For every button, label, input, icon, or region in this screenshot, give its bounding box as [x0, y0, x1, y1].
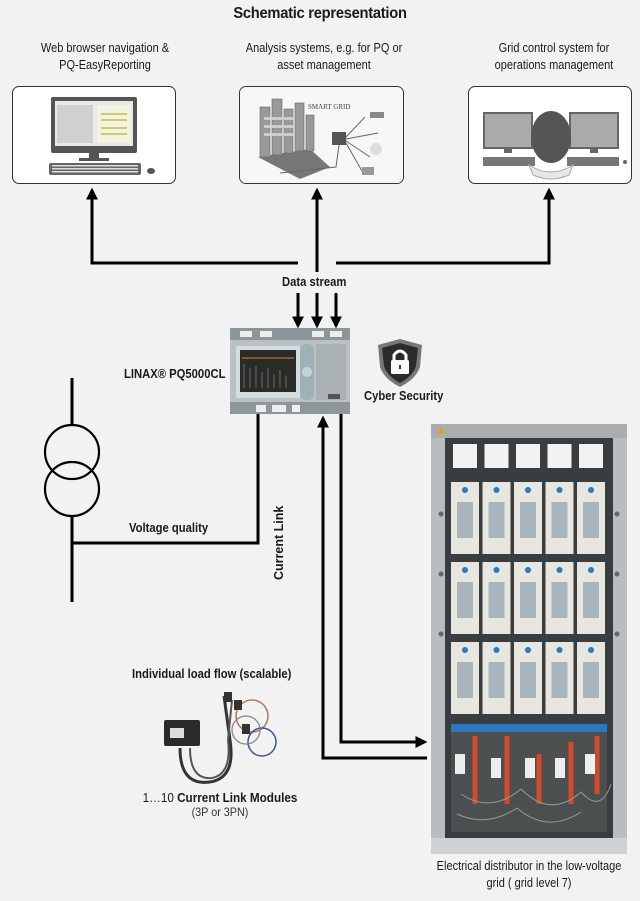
cyber-security-shield-icon	[378, 339, 422, 387]
caption-web-browser: Web browser navigation & PQ-EasyReportin…	[13, 40, 198, 74]
caption-analysis-systems: Analysis systems, e.g. for PQ or asset m…	[231, 40, 418, 74]
desktop-computer-icon	[49, 97, 155, 175]
current-link-modules-caption: 1…10 Current Link Modules (3P or 3PN)	[100, 790, 340, 819]
caption-line: Analysis systems, e.g. for PQ or	[245, 41, 403, 55]
ammeter	[516, 444, 540, 468]
analysis-systems-box: SMART GRID	[239, 86, 404, 184]
smart-grid-illustration: SMART GRID	[240, 87, 403, 183]
modules-sub: (3P or 3PN)	[191, 805, 249, 819]
ammeter	[579, 444, 603, 468]
electrical-distributor-image	[431, 424, 627, 854]
cyber-security-label: Cyber Security	[364, 389, 444, 403]
caption-line: Electrical distributor in the low-voltag…	[436, 859, 622, 873]
smart-grid-text: SMART GRID	[308, 103, 350, 111]
page-title: Schematic representation	[233, 5, 407, 22]
data-stream-label: Data stream	[282, 275, 347, 289]
modules-count: 1…10	[142, 790, 178, 805]
caption-grid-control: Grid control system for operations manag…	[461, 40, 640, 74]
caption-line: asset management	[277, 58, 371, 72]
load-flow-title: Individual load flow (scalable)	[132, 667, 292, 681]
caption-line: grid ( grid level 7)	[486, 876, 572, 890]
web-browser-box	[12, 86, 176, 184]
linax-pq5000cl-device	[230, 328, 350, 414]
caption-line: Grid control system for	[498, 41, 610, 55]
current-link-label: Current Link	[272, 505, 286, 580]
data-stream-line-web	[86, 187, 298, 265]
current-link-line-out	[339, 414, 428, 748]
distributor-caption: Electrical distributor in the low-voltag…	[419, 858, 639, 892]
voltage-quality-line	[72, 414, 260, 545]
current-link-line-in	[317, 415, 427, 760]
caption-line: operations management	[494, 58, 614, 72]
device-name-label: LINAX® PQ5000CL	[124, 367, 226, 381]
modules-name: Current Link Modules	[177, 790, 298, 805]
current-link-modules-image	[164, 692, 277, 784]
ammeter	[547, 444, 572, 468]
voltage-quality-label: Voltage quality	[129, 521, 209, 535]
ammeter	[453, 444, 477, 468]
caption-line: PQ-EasyReporting	[59, 58, 151, 72]
grid-control-box	[468, 86, 632, 184]
ammeter	[484, 444, 509, 468]
data-stream-line-control	[336, 187, 555, 265]
transformer-symbol	[43, 423, 101, 518]
operator-workstation-icon	[483, 111, 627, 180]
caption-line: Web browser navigation &	[40, 41, 170, 55]
